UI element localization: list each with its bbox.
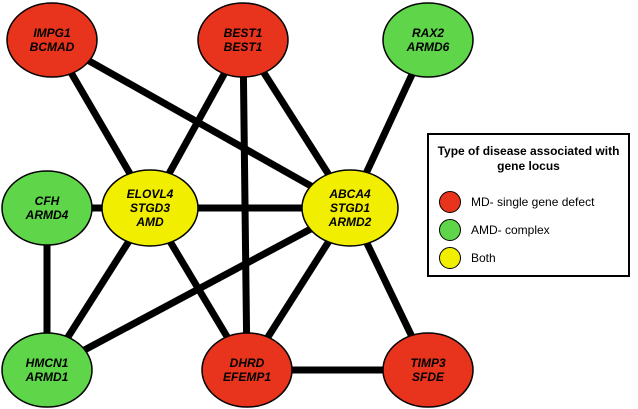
node-shape-cfh <box>1 170 93 246</box>
legend-item-md: MD- single gene defect <box>439 191 594 213</box>
node-label-elovl4-1: STGD3 <box>130 201 170 215</box>
node-shape-dhrd <box>201 332 293 408</box>
node-label-abca4-1: STGD1 <box>330 201 370 215</box>
legend-title: Type of disease associated with gene loc… <box>437 144 620 173</box>
legend-item-amd: AMD- complex <box>439 219 550 241</box>
node-label-abca4-0: ABCA4 <box>328 187 371 201</box>
node-label-timp3-0: TIMP3 <box>410 356 446 370</box>
legend-item-both: Both <box>439 247 496 269</box>
edge-abca4-hmcn1 <box>45 204 352 374</box>
node-label-hmcn1-1: ARMD1 <box>25 370 69 384</box>
legend-swatch-green <box>439 219 461 241</box>
edge-impg1-abca4 <box>50 36 352 212</box>
node-shape-best1 <box>197 2 289 78</box>
node-shape-timp3 <box>382 332 474 408</box>
legend-swatch-red <box>439 191 461 213</box>
node-label-elovl4-0: ELOVL4 <box>127 187 174 201</box>
node-label-cfh-1: ARMD4 <box>25 208 69 222</box>
node-label-rax2-0: RAX2 <box>412 26 444 40</box>
legend-swatch-yellow <box>439 247 461 269</box>
node-shape-hmcn1 <box>1 332 93 408</box>
node-label-rax2-1: ARMD6 <box>406 40 450 54</box>
node-label-cfh-0: CFH <box>35 194 60 208</box>
node-label-best1-0: BEST1 <box>224 26 263 40</box>
node-label-elovl4-2: AMD <box>135 215 164 229</box>
node-shape-impg1 <box>6 2 98 78</box>
node-label-dhrd-0: DHRD <box>230 356 265 370</box>
legend-label-both: Both <box>471 251 496 265</box>
node-label-dhrd-1: EFEMP1 <box>223 370 271 384</box>
node-shape-rax2 <box>382 2 474 78</box>
nodes-layer: IMPG1BCMADBEST1BEST1RAX2ARMD6CFHARMD4ELO… <box>1 2 474 408</box>
node-shape-abca4 <box>301 169 399 247</box>
node-label-best1-1: BEST1 <box>224 40 263 54</box>
node-label-abca4-2: ARMD2 <box>328 215 372 229</box>
legend-box: Type of disease associated with gene loc… <box>427 133 630 277</box>
legend-label-md: MD- single gene defect <box>471 195 595 209</box>
node-label-timp3-1: SFDE <box>412 370 445 384</box>
node-label-impg1-1: BCMAD <box>30 40 75 54</box>
node-label-impg1-0: IMPG1 <box>33 26 71 40</box>
legend-label-amd: AMD- complex <box>471 223 550 237</box>
node-label-hmcn1-0: HMCN1 <box>26 356 69 370</box>
node-shape-elovl4 <box>101 169 199 247</box>
